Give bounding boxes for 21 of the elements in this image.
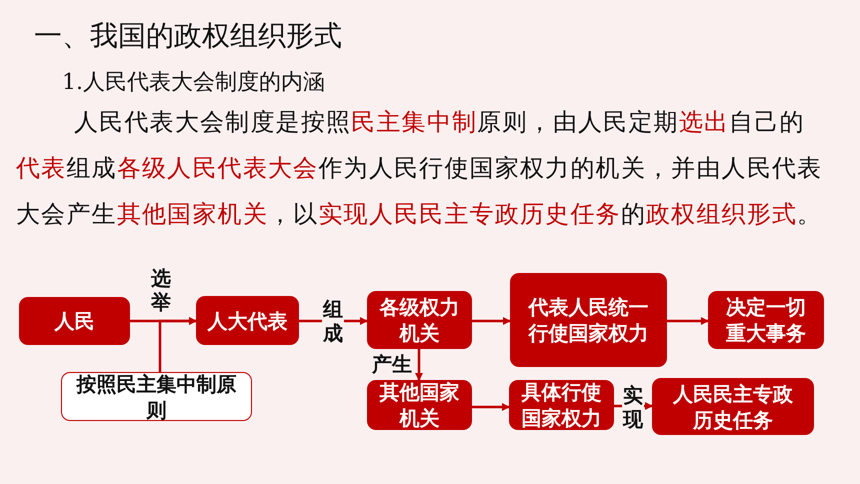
arrow [472,317,511,325]
process-box: 各级权力机关 [367,291,472,349]
arrow [415,349,423,381]
heading: 一、我国的政权组织形式 [34,18,342,54]
note-box: 按照民主集中制原则 [61,372,252,421]
process-box: 人民 [19,297,130,345]
edge-label: 实现 [622,383,644,431]
paragraph: 人民代表大会制度是按照民主集中制原则，由人民定期选出自己的代表组成各级人民代表大会作为人民行使国家权力的机关，并由人民代表大会产生其他国家机关，以实现人民民主专政历史任务的政权组织形式。 [16,107,824,230]
arrow [158,317,197,372]
arrow [472,403,510,411]
process-box: 其他国家机关 [367,380,472,430]
subheading: 1.人民代表大会制度的内涵 [62,69,325,97]
edge-label: 选举 [150,266,172,314]
edge-label: 组成 [322,297,344,345]
process-box: 代表人民统一行使国家权力 [510,273,667,367]
arrow [667,317,709,325]
process-box: 人大代表 [196,296,299,345]
process-box: 人民民主专政历史任务 [652,378,814,435]
edge-label: 产生 [372,352,412,376]
process-box: 决定一切重大事务 [708,291,824,349]
process-box: 具体行使国家权力 [509,380,614,430]
